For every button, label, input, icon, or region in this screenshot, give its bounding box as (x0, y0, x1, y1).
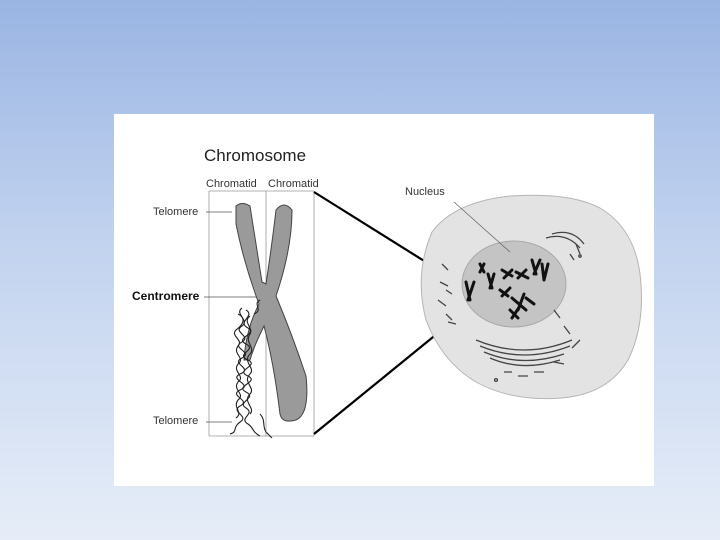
nucleus-label: Nucleus (405, 186, 445, 198)
chromosome-diagram (204, 190, 642, 439)
diagram-title: Chromosome (204, 146, 307, 165)
telomere-top-label: Telomere (153, 206, 199, 218)
coiled-dna-strand (229, 299, 273, 439)
chromatid-left-label: Chromatid (206, 178, 257, 190)
nucleus-leader (453, 201, 511, 253)
telomere-bottom-label: Telomere (153, 415, 199, 427)
chromosome-shape (235, 203, 308, 422)
chromatid-right-label: Chromatid (268, 178, 319, 190)
chromatid-guide-box (208, 190, 315, 437)
centromere-label: Centromere (132, 289, 200, 303)
diagram-panel: Chromosome Chromatid Chromatid Telomere … (114, 114, 654, 486)
label-leaders (204, 211, 259, 423)
nucleus-chromosomes (464, 258, 550, 320)
cell-organelles (437, 231, 585, 383)
